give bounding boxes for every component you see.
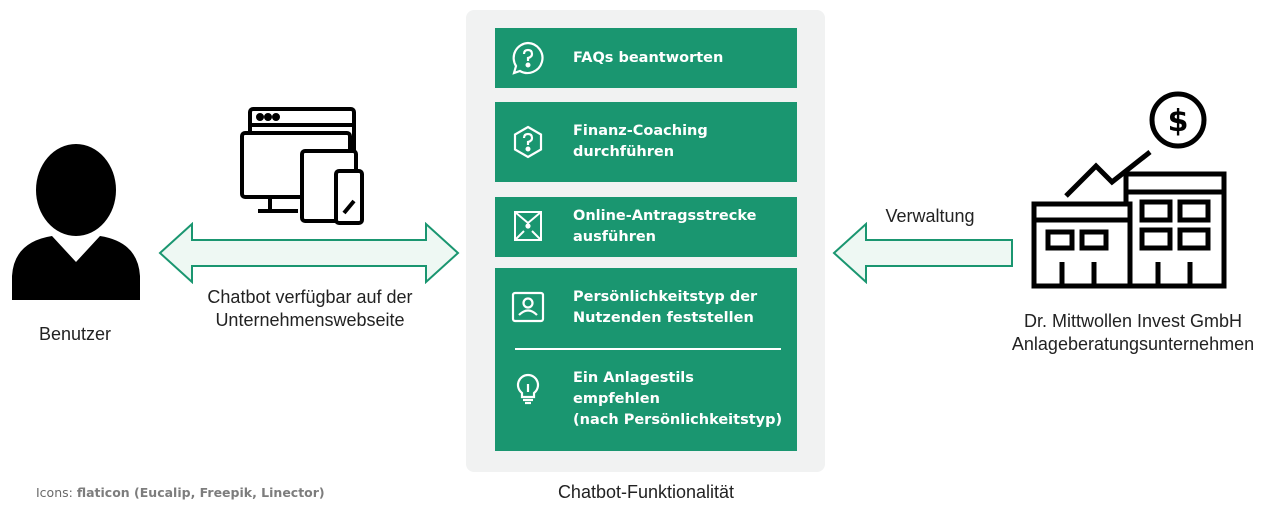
function-faq-text: FAQs beantworten bbox=[573, 48, 723, 69]
function-style-line3: (nach Persönlichkeitstyp) bbox=[573, 412, 783, 428]
function-personality-line2: Nutzenden feststellen bbox=[573, 310, 754, 326]
envelope-icon bbox=[514, 211, 542, 241]
single-arrow bbox=[832, 222, 1013, 284]
channel-label-line1: Chatbot verfügbar auf der bbox=[207, 287, 413, 307]
function-card-personality: Persönlichkeitstyp der Nutzenden festste… bbox=[495, 268, 797, 451]
channel-label: Chatbot verfügbar auf der Unternehmenswe… bbox=[180, 286, 440, 332]
user-icon bbox=[12, 144, 140, 300]
function-card-application: Online-Antragsstrecke ausführen bbox=[495, 197, 797, 257]
double-arrow bbox=[158, 222, 460, 284]
functions-title: Chatbot-Funktionalität bbox=[557, 482, 735, 502]
question-hexagon-icon bbox=[513, 125, 543, 159]
function-coaching-line2: durchführen bbox=[573, 144, 675, 160]
function-faq-line1: FAQs beantworten bbox=[573, 50, 724, 66]
function-application-text: Online-Antragsstrecke ausführen bbox=[573, 206, 756, 248]
function-coaching-text: Finanz-Coaching durchführen bbox=[573, 121, 708, 163]
function-personality-text: Persönlichkeitstyp der Nutzenden festste… bbox=[573, 287, 757, 329]
channel-label-line2: Unternehmenswebseite bbox=[215, 310, 405, 330]
company-name-line2: Anlageberatungsunternehmen bbox=[1011, 334, 1255, 354]
function-coaching-line1: Finanz-Coaching bbox=[573, 123, 708, 139]
building-icon: $ bbox=[1031, 91, 1227, 289]
svg-text:$: $ bbox=[1168, 104, 1189, 139]
function-application-line2: ausführen bbox=[573, 229, 656, 245]
function-personality-line1: Persönlichkeitstyp der bbox=[573, 289, 758, 305]
function-card-coaching: Finanz-Coaching durchführen bbox=[495, 102, 797, 182]
profile-card-icon bbox=[511, 291, 545, 323]
devices-icon bbox=[240, 107, 364, 225]
company-name: Dr. Mittwollen Invest GmbH Anlageberatun… bbox=[988, 310, 1273, 356]
icon-credit-prefix: Icons: bbox=[36, 485, 73, 500]
icon-credit-text: flaticon (Eucalip, Freepik, Linector) bbox=[76, 485, 325, 500]
function-application-line1: Online-Antragsstrecke bbox=[573, 208, 757, 224]
function-style-text: Ein Anlagestils empfehlen (nach Persönli… bbox=[573, 368, 782, 431]
icon-credit: Icons: flaticon (Eucalip, Freepik, Linec… bbox=[36, 485, 325, 500]
management-label: Verwaltung bbox=[885, 206, 975, 226]
function-style-line1: Ein Anlagestils bbox=[573, 370, 694, 386]
card-divider bbox=[515, 348, 781, 350]
company-name-line1: Dr. Mittwollen Invest GmbH bbox=[1023, 311, 1243, 331]
question-bubble-icon bbox=[512, 41, 544, 75]
function-style-line2: empfehlen bbox=[573, 391, 660, 407]
user-label: Benutzer bbox=[38, 324, 112, 344]
lightbulb-icon bbox=[516, 373, 540, 405]
function-card-faq: FAQs beantworten bbox=[495, 28, 797, 88]
